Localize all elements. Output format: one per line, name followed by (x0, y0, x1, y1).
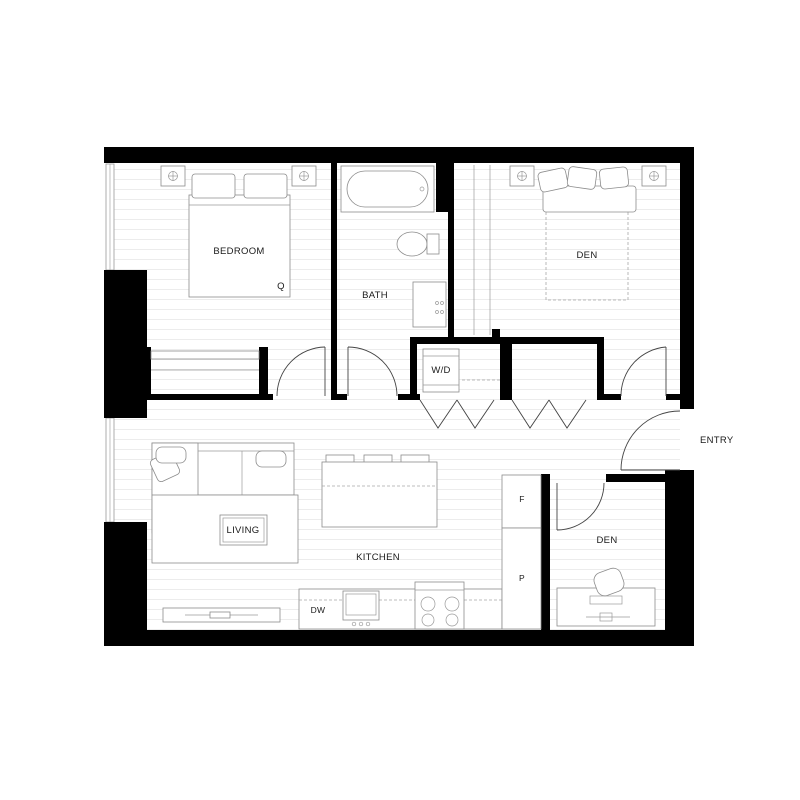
den-bottom-label: DEN (597, 535, 618, 546)
bedroom-label: BEDROOM (213, 246, 264, 257)
den-top-furniture (473, 165, 667, 335)
fridge-label: F (519, 494, 525, 504)
entry-label: ENTRY (700, 435, 734, 446)
window-left-top (105, 163, 115, 271)
kitchen-furniture (298, 454, 542, 630)
washer-dryer (422, 348, 500, 393)
exterior-walls (104, 147, 694, 646)
pantry-label: P (519, 573, 525, 583)
living-furniture (149, 442, 299, 623)
window-left-middle (105, 417, 115, 523)
living-label: LIVING (227, 525, 260, 536)
bedroom-furniture (150, 165, 317, 371)
wd-label: W/D (431, 365, 450, 376)
doors (276, 346, 681, 531)
dishwasher-label: DW (311, 605, 326, 615)
bath-label: BATH (362, 290, 388, 301)
interior-walls (147, 160, 680, 630)
kitchen-label: KITCHEN (356, 552, 400, 563)
bath-fixtures (340, 165, 447, 328)
bed-size-label: Q (277, 281, 285, 292)
den-bottom-furniture (556, 567, 656, 627)
den-top-label: DEN (577, 250, 598, 261)
